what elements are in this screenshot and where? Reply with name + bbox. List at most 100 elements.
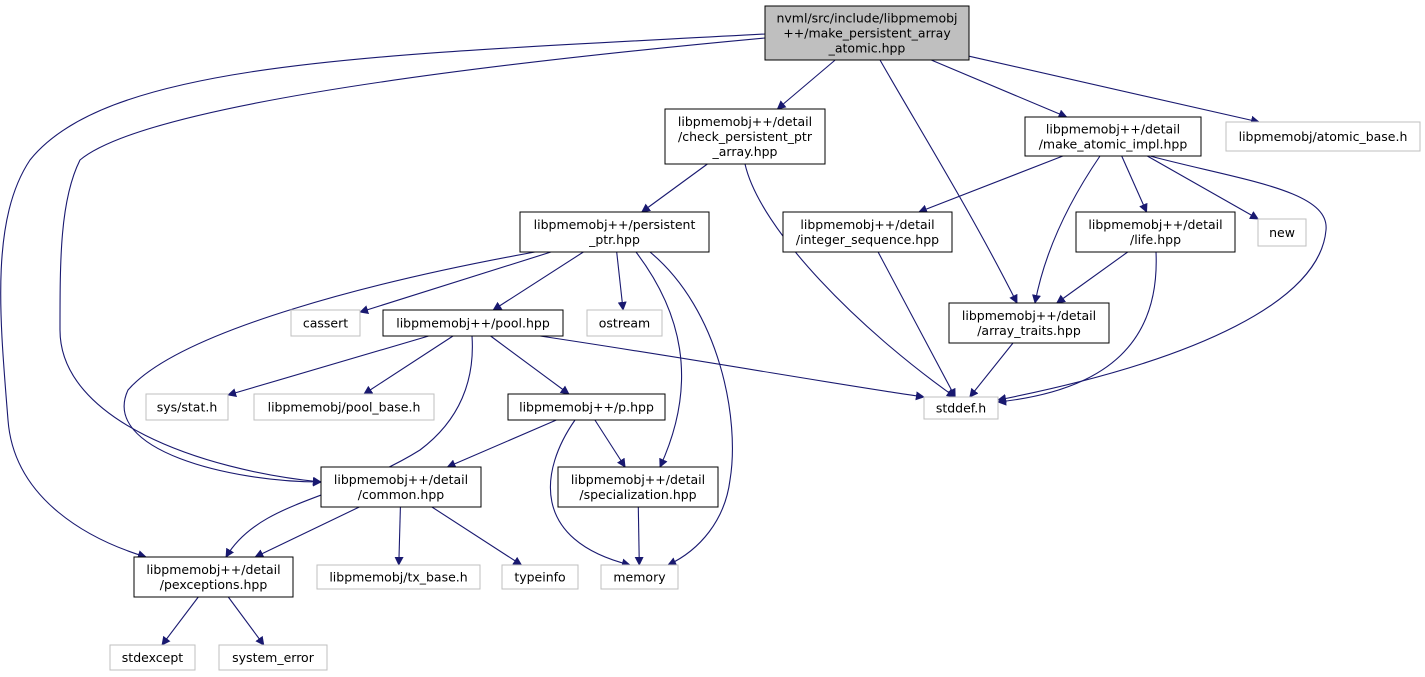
node-box	[557, 466, 719, 508]
node-box	[501, 564, 579, 590]
node-ostream: ostream	[586, 309, 663, 337]
edge-pexceptions-to-system_error	[227, 596, 265, 646]
edge-make_atomic-to-stddef	[997, 155, 1327, 403]
edge-life-to-stddef	[997, 251, 1157, 406]
node-pexceptions[interactable]: libpmemobj++/detail/pexceptions.hpp	[133, 556, 294, 598]
node-sysstat: sys/stat.h	[145, 393, 229, 421]
node-box	[923, 396, 999, 420]
node-new: new	[1257, 218, 1307, 247]
node-box	[948, 302, 1110, 344]
node-box	[320, 466, 482, 508]
node-label: _ptr.hpp	[588, 232, 640, 247]
node-stdexcept: stdexcept	[109, 644, 196, 671]
node-label: /common.hpp	[358, 487, 444, 502]
node-box	[782, 211, 953, 253]
edge-check_ptr-to-persistent_ptr	[641, 163, 708, 213]
node-array_traits[interactable]: libpmemobj++/detail/array_traits.hpp	[948, 302, 1110, 344]
node-system_error: system_error	[218, 644, 328, 671]
node-specialization[interactable]: libpmemobj++/detail/specialization.hpp	[557, 466, 719, 508]
node-box	[600, 564, 679, 590]
node-label: libpmemobj++/p.hpp	[519, 400, 654, 415]
node-label: new	[1269, 225, 1295, 240]
node-main[interactable]: nvml/src/include/libpmemobj++/make_persi…	[764, 5, 970, 61]
node-label: cassert	[303, 316, 348, 331]
node-label: _array.hpp	[711, 144, 777, 159]
node-box	[218, 644, 328, 671]
node-label: _atomic.hpp	[828, 41, 906, 56]
edge-pool-to-pool_base	[363, 335, 454, 395]
node-memory: memory	[600, 564, 679, 590]
edge-pool-to-stddef	[539, 335, 925, 401]
node-life[interactable]: libpmemobj++/detail/life.hpp	[1075, 211, 1236, 253]
edge-specialization-to-memory	[634, 506, 644, 566]
edge-main-to-common	[59, 37, 766, 486]
edge-p-to-common	[446, 419, 557, 468]
node-label: libpmemobj++/detail	[146, 562, 280, 577]
edge-check_ptr-to-stddef	[744, 163, 956, 398]
node-label: libpmemobj/atomic_base.h	[1239, 129, 1408, 144]
node-check_ptr[interactable]: libpmemobj++/detail/check_persistent_ptr…	[664, 108, 826, 165]
node-label: libpmemobj++/detail	[571, 472, 705, 487]
node-p[interactable]: libpmemobj++/p.hpp	[507, 393, 666, 421]
edge-persistent_ptr-to-specialization	[635, 251, 683, 468]
node-label: libpmemobj++/persistent	[534, 217, 696, 232]
edge-p-to-memory	[549, 419, 631, 568]
node-persistent_ptr[interactable]: libpmemobj++/persistent_ptr.hpp	[519, 211, 710, 253]
node-label: libpmemobj++/detail	[800, 217, 934, 232]
node-box	[1024, 116, 1202, 157]
node-make_atomic[interactable]: libpmemobj++/detail/make_atomic_impl.hpp	[1024, 116, 1202, 157]
node-pool[interactable]: libpmemobj++/pool.hpp	[382, 309, 564, 337]
edge-life-to-array_traits	[1056, 251, 1129, 304]
node-box	[145, 393, 229, 421]
node-label: libpmemobj++/detail	[1088, 217, 1222, 232]
node-label: /integer_sequence.hpp	[796, 232, 939, 247]
node-pool_base: libpmemobj/pool_base.h	[253, 393, 435, 421]
node-box	[109, 644, 196, 671]
node-integer_seq[interactable]: libpmemobj++/detail/integer_sequence.hpp	[782, 211, 953, 253]
node-label: nvml/src/include/libpmemobj	[776, 11, 957, 26]
edge-persistent_ptr-to-memory	[649, 251, 733, 566]
node-box	[586, 309, 663, 337]
node-atomic_base: libpmemobj/atomic_base.h	[1225, 121, 1421, 152]
node-box	[316, 564, 481, 590]
node-box	[1075, 211, 1236, 253]
node-common[interactable]: libpmemobj++/detail/common.hpp	[320, 466, 482, 508]
edge-persistent_ptr-to-pool	[492, 251, 584, 311]
edge-main-to-array_traits	[879, 59, 1018, 304]
node-label: /array_traits.hpp	[977, 323, 1081, 338]
edge-make_atomic-to-new	[1147, 155, 1259, 220]
edges-layer	[0, 33, 1327, 646]
edge-main-to-check_ptr	[776, 59, 836, 110]
edge-persistent_ptr-to-common	[123, 251, 536, 487]
node-label: /specialization.hpp	[579, 487, 696, 502]
edge-pexceptions-to-stdexcept	[161, 596, 199, 646]
nodes-layer: nvml/src/include/libpmemobj++/make_persi…	[109, 5, 1421, 671]
node-cassert: cassert	[290, 309, 361, 337]
node-tx_base: libpmemobj/tx_base.h	[316, 564, 481, 590]
node-typeinfo: typeinfo	[501, 564, 579, 590]
edge-array_traits-to-stddef	[969, 342, 1014, 398]
node-label: memory	[613, 570, 666, 585]
edge-pool-to-p	[490, 335, 570, 395]
node-label: sys/stat.h	[157, 400, 218, 415]
node-box	[764, 5, 970, 61]
node-label: /check_persistent_ptr	[678, 129, 813, 144]
node-box	[519, 211, 710, 253]
node-label: libpmemobj++/detail	[334, 472, 468, 487]
node-box	[507, 393, 666, 421]
node-label: ostream	[599, 316, 650, 331]
node-box	[1225, 121, 1421, 152]
node-label: libpmemobj/pool_base.h	[268, 400, 421, 415]
edge-make_atomic-to-life	[1121, 155, 1148, 213]
edge-make_atomic-to-array_traits	[1032, 155, 1101, 304]
edge-pool-to-pexceptions	[225, 335, 473, 558]
node-stddef: stddef.h	[923, 396, 999, 420]
edge-common-to-typeinfo	[431, 506, 523, 566]
edge-integer_seq-to-stddef	[877, 251, 956, 398]
node-label: system_error	[232, 650, 315, 665]
node-box	[133, 556, 294, 598]
node-label: typeinfo	[514, 570, 565, 585]
node-label: libpmemobj++/detail	[962, 308, 1096, 323]
node-box	[664, 108, 826, 165]
